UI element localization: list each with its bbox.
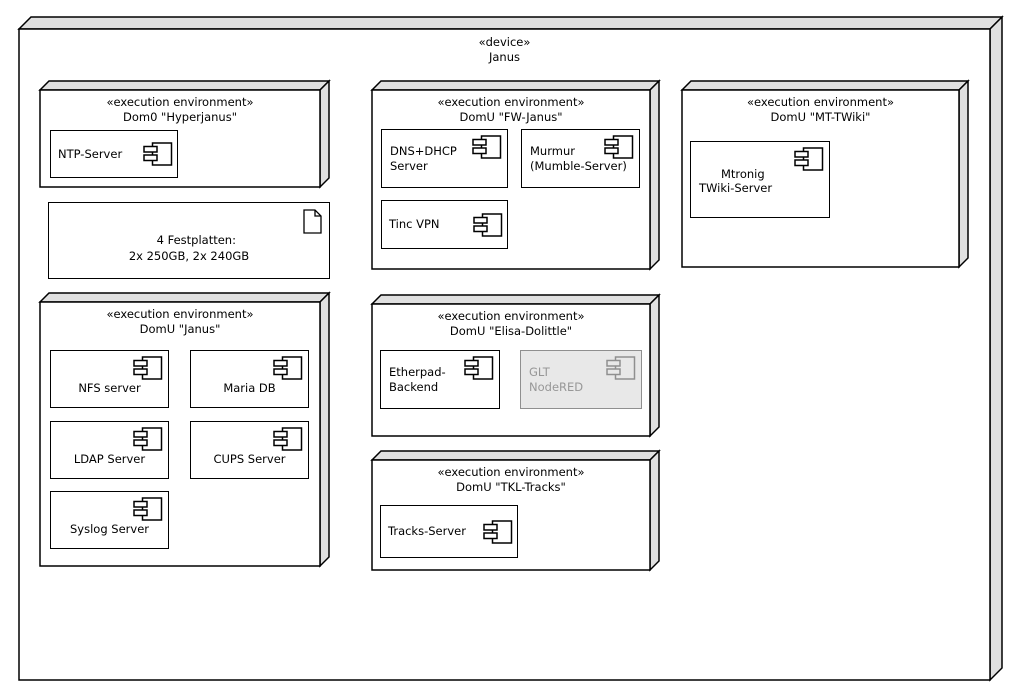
component-murmur-mumble-server: Murmur (Mumble-Server): [521, 129, 640, 188]
component-icon: [273, 427, 303, 451]
node-title: «execution environment» DomU "Janus": [40, 307, 320, 337]
node-title: «execution environment» Dom0 "Hyperjanus…: [40, 95, 320, 125]
component-etherpad-backend: Etherpad- Backend: [380, 350, 500, 409]
component-nfs-server: NFS server: [50, 350, 169, 408]
component-label: NTP-Server: [58, 146, 123, 161]
component-ntp-server: NTP-Server: [50, 130, 178, 178]
node-dom0-hyperjanus: «execution environment» Dom0 "Hyperjanus…: [40, 90, 320, 187]
artifact-label: 4 Festplatten: 2x 250GB, 2x 240GB: [128, 232, 250, 264]
node-name: DomU "TKL-Tracks": [456, 480, 566, 495]
component-label: Maria DB: [223, 381, 276, 396]
artifact-festplatten: 4 Festplatten: 2x 250GB, 2x 240GB: [48, 202, 330, 279]
component-syslog-server: Syslog Server: [50, 491, 169, 549]
component-mtronig-twiki-server: Mtronig TWiki-Server: [690, 141, 830, 218]
component-label: Mtronig TWiki-Server: [699, 166, 773, 196]
node-name: DomU "FW-Janus": [459, 110, 563, 125]
component-icon: [143, 142, 173, 166]
component-label: CUPS Server: [213, 452, 286, 467]
node-name: Dom0 "Hyperjanus": [122, 110, 237, 125]
component-label: DNS+DHCP Server: [390, 143, 457, 173]
component-label: Syslog Server: [70, 522, 149, 537]
document-icon: [303, 209, 322, 234]
component-icon: [133, 497, 163, 521]
node-domu-janus: «execution environment» DomU "Janus" NFS…: [40, 302, 320, 566]
component-label: GLT NodeRED: [529, 364, 584, 394]
node-stereotype: «execution environment»: [106, 95, 254, 109]
component-tracks-server: Tracks-Server: [380, 505, 518, 558]
device-title: «device» Janus: [19, 35, 990, 65]
node-stereotype: «execution environment»: [437, 465, 585, 479]
node-title: «execution environment» DomU "MT-TWiki": [682, 95, 959, 125]
component-icon: [604, 135, 634, 159]
device-node: «device» Janus: [19, 29, 990, 680]
component-label: NFS server: [78, 381, 141, 396]
component-icon: [606, 356, 636, 380]
component-icon: [473, 212, 503, 237]
node-title: «execution environment» DomU "TKL-Tracks…: [372, 465, 650, 495]
component-icon: [794, 147, 824, 171]
component-glt-nodered: GLT NodeRED: [520, 350, 642, 409]
component-label: Tinc VPN: [389, 217, 440, 232]
component-icon: [273, 356, 303, 380]
node-stereotype: «execution environment»: [106, 307, 254, 321]
node-stereotype: «execution environment»: [437, 309, 585, 323]
node-domu-mt-twiki: «execution environment» DomU "MT-TWiki" …: [682, 90, 959, 267]
node-title: «execution environment» DomU "FW-Janus": [372, 95, 650, 125]
component-dns-dhcp-server: DNS+DHCP Server: [381, 129, 508, 188]
node-stereotype: «execution environment»: [746, 95, 894, 109]
node-domu-tkl-tracks: «execution environment» DomU "TKL-Tracks…: [372, 460, 650, 570]
component-ldap-server: LDAP Server: [50, 421, 169, 479]
component-tinc-vpn: Tinc VPN: [381, 200, 508, 249]
node-domu-elisa-dolittle: «execution environment» DomU "Elisa-Doli…: [372, 304, 650, 436]
component-label: Murmur (Mumble-Server): [530, 143, 627, 173]
node-title: «execution environment» DomU "Elisa-Doli…: [372, 309, 650, 339]
component-icon: [464, 356, 494, 380]
node-stereotype: «execution environment»: [437, 95, 585, 109]
node-name: DomU "MT-TWiki": [770, 110, 871, 125]
component-icon: [483, 519, 513, 544]
node-name: DomU "Elisa-Dolittle": [449, 324, 573, 339]
component-cups-server: CUPS Server: [190, 421, 309, 479]
node-domu-fw-janus: «execution environment» DomU "FW-Janus" …: [372, 90, 650, 269]
component-label: Tracks-Server: [388, 524, 466, 539]
component-label: LDAP Server: [73, 452, 146, 467]
component-icon: [133, 427, 163, 451]
device-stereotype: «device»: [478, 35, 531, 49]
component-icon: [133, 356, 163, 380]
component-icon: [472, 135, 502, 159]
node-name: DomU "Janus": [139, 322, 221, 337]
component-label: Etherpad- Backend: [389, 364, 446, 394]
component-maria-db: Maria DB: [190, 350, 309, 408]
device-name: Janus: [488, 50, 520, 65]
